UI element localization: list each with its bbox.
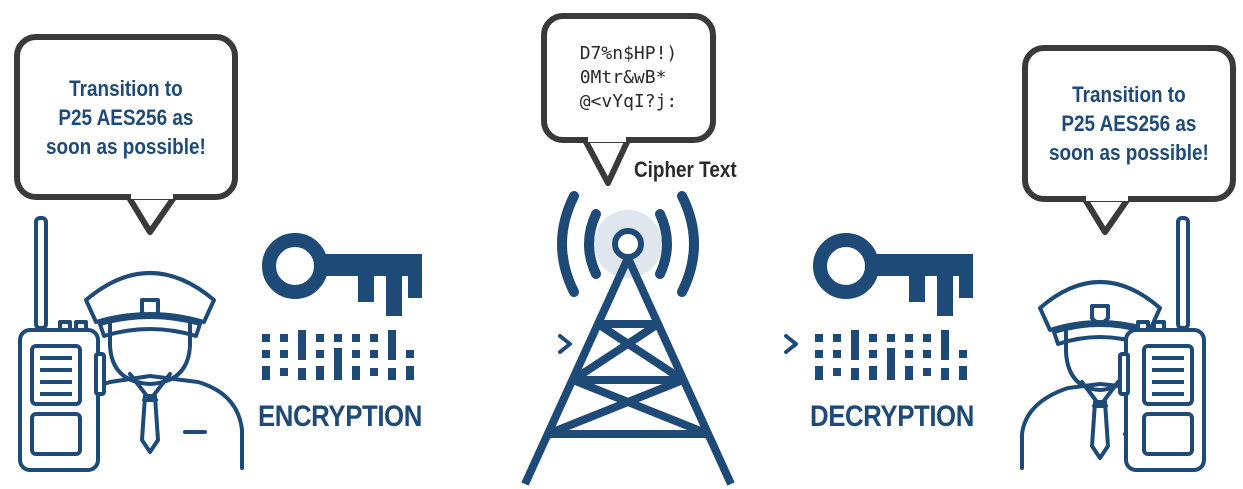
right-speech-bubble: Transition to P25 AES256 as soon as poss… [1022,45,1236,202]
cipher-text: D7%n$HP!) 0Mtr&wB* @<vYqI?j: [579,43,678,112]
decryption-label: DECRYPTION [810,400,974,433]
left-bubble-text: Transition to P25 AES256 as soon as poss… [46,75,206,159]
encryption-label: ENCRYPTION [258,400,422,433]
left-speech-bubble: Transition to P25 AES256 as soon as poss… [14,34,238,200]
cipher-label: Cipher Text [634,157,737,182]
right-bubble-text: Transition to P25 AES256 as soon as poss… [1049,82,1209,165]
cipher-speech-bubble: D7%n$HP!) 0Mtr&wB* @<vYqI?j: [541,13,716,143]
